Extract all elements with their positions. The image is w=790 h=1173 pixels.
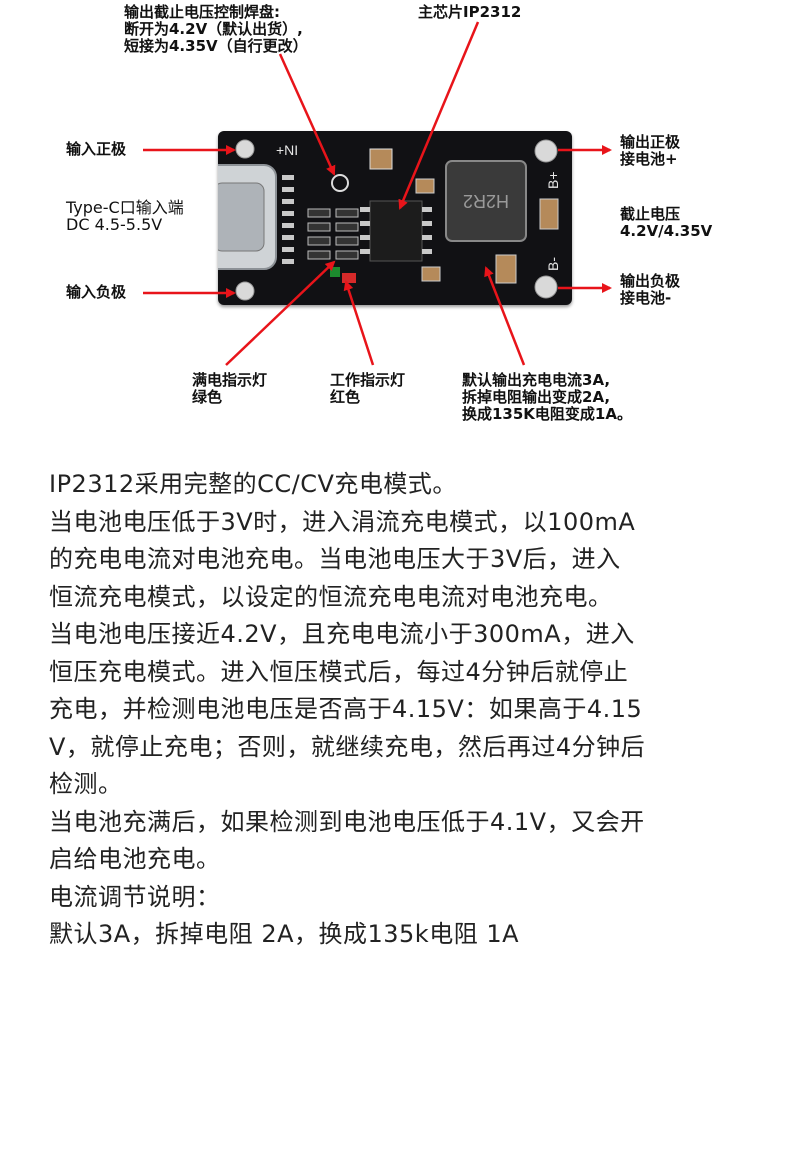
label-typec-line2: DC 4.5-5.5V xyxy=(66,216,184,233)
label-main-chip: 主芯片IP2312 xyxy=(418,4,521,21)
paragraph-line: 检测。 xyxy=(49,766,749,804)
label-current-note: 默认输出充电电流3A, 拆掉电阻输出变成2A, 换成135K电阻变成1A。 xyxy=(462,372,632,423)
description-text: IP2312采用完整的CC/CV充电模式。 当电池电压低于3V时，进入涓流充电模… xyxy=(49,466,749,954)
arrow-main-chip xyxy=(400,22,478,208)
label-solder-pad-line1: 输出截止电压控制焊盘: xyxy=(124,3,280,21)
arrow-solder-pad xyxy=(280,54,334,174)
label-input-negative: 输入负极 xyxy=(66,284,126,301)
label-full-led-line2: 绿色 xyxy=(192,389,267,406)
product-diagram: H2R2 +NI B+ B- xyxy=(0,0,790,445)
paragraph-line: 启给电池充电。 xyxy=(49,841,749,879)
label-cutoff-line2: 4.2V/4.35V xyxy=(620,223,712,240)
label-full-led-line1: 满电指示灯 xyxy=(192,371,267,389)
label-work-led-line1: 工作指示灯 xyxy=(330,371,405,389)
label-work-led: 工作指示灯 红色 xyxy=(330,372,405,406)
label-current-note-line3: 换成135K电阻变成1A。 xyxy=(462,406,632,423)
arrow-work-led xyxy=(346,282,373,365)
arrow-full-led xyxy=(226,262,334,365)
label-output-negative: 输出负极 接电池- xyxy=(620,273,680,307)
paragraph-line: 恒流充电模式，以设定的恒流充电电流对电池充电。 xyxy=(49,579,749,617)
label-output-positive-line1: 输出正极 xyxy=(620,133,680,151)
paragraph-line: 当电池充满后，如果检测到电池电压低于4.1V，又会开 xyxy=(49,804,749,842)
label-current-note-line1: 默认输出充电电流3A, xyxy=(462,371,610,389)
paragraph-line: 当电池电压低于3V时，进入涓流充电模式，以100mA xyxy=(49,504,749,542)
label-output-negative-line2: 接电池- xyxy=(620,290,680,307)
arrow-current-resistor xyxy=(486,268,524,365)
paragraph-line: 默认3A，拆掉电阻 2A，换成135k电阻 1A xyxy=(49,916,749,954)
paragraph-line: 电流调节说明： xyxy=(49,879,749,917)
paragraph-line: 恒压充电模式。进入恒压模式后，每过4分钟后就停止 xyxy=(49,654,749,692)
label-cutoff-voltage: 截止电压 4.2V/4.35V xyxy=(620,206,712,240)
label-full-led: 满电指示灯 绿色 xyxy=(192,372,267,406)
label-output-positive-line2: 接电池+ xyxy=(620,151,680,168)
paragraph-line: V，就停止充电；否则，就继续充电，然后再过4分钟后 xyxy=(49,729,749,767)
label-work-led-line2: 红色 xyxy=(330,389,405,406)
paragraph-line: 充电，并检测电池电压是否高于4.15V：如果高于4.15 xyxy=(49,691,749,729)
label-solder-pad-line2: 断开为4.2V（默认出货）, xyxy=(124,21,308,38)
paragraph-line: IP2312采用完整的CC/CV充电模式。 xyxy=(49,466,749,504)
label-solder-pad-line3: 短接为4.35V（自行更改） xyxy=(124,38,308,55)
label-input-positive: 输入正极 xyxy=(66,141,126,158)
label-typec-input: Type-C口输入端 DC 4.5-5.5V xyxy=(66,199,184,233)
label-cutoff-line1: 截止电压 xyxy=(620,205,680,223)
label-output-negative-line1: 输出负极 xyxy=(620,272,680,290)
label-solder-pad: 输出截止电压控制焊盘: 断开为4.2V（默认出货）, 短接为4.35V（自行更改… xyxy=(124,4,308,55)
paragraph-line: 的充电电流对电池充电。当电池电压大于3V后，进入 xyxy=(49,541,749,579)
paragraph-line: 当电池电压接近4.2V，且充电电流小于300mA，进入 xyxy=(49,616,749,654)
label-current-note-line2: 拆掉电阻输出变成2A, xyxy=(462,389,632,406)
label-output-positive: 输出正极 接电池+ xyxy=(620,134,680,168)
